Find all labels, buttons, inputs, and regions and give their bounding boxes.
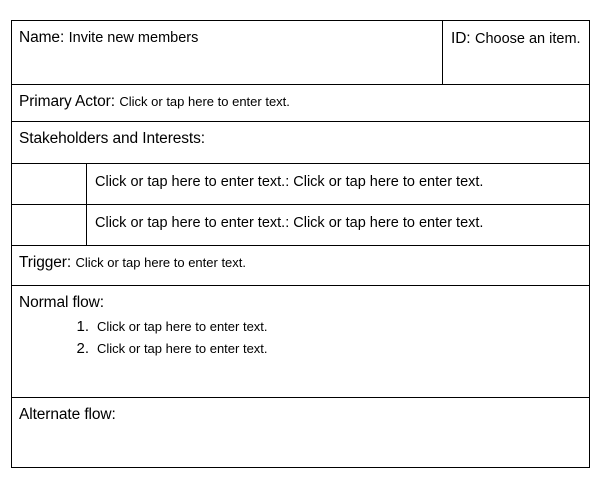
normal-flow-cell: Normal flow: 1. Click or tap here to ent… [11,285,590,398]
table-row-trigger: Trigger: Click or tap here to enter text… [11,245,590,286]
id-value[interactable]: Choose an item. [474,31,581,47]
name-label: Name: [19,29,65,46]
normal-flow-label: Normal flow: [19,294,104,311]
normal-flow-step-2-number: 2. [76,340,89,358]
trigger-cell[interactable]: Trigger: Click or tap here to enter text… [11,245,590,286]
normal-flow-step-1-number: 1. [76,318,89,336]
list-item[interactable]: 1. Click or tap here to enter text. [19,318,581,336]
stakeholder-item-1-bullet-cell[interactable] [11,163,87,205]
primary-actor-label: Primary Actor: [19,93,115,110]
stakeholder-item-2-cell[interactable]: Click or tap here to enter text.: Click … [86,204,590,246]
table-row-stakeholder-item-2: Click or tap here to enter text.: Click … [11,204,590,246]
trigger-value[interactable]: Click or tap here to enter text. [75,255,247,270]
use-case-table: Name: Invite new members ID: Choose an i… [11,20,590,468]
id-cell[interactable]: ID: Choose an item. [442,20,590,85]
trigger-label: Trigger: [19,254,72,271]
table-row-stakeholders: Stakeholders and Interests: [11,121,590,164]
stakeholders-label: Stakeholders and Interests: [19,130,205,147]
normal-flow-step-2-text[interactable]: Click or tap here to enter text. [97,341,268,357]
alternate-flow-label: Alternate flow: [19,406,116,423]
table-row-primary-actor: Primary Actor: Click or tap here to ente… [11,84,590,122]
name-cell[interactable]: Name: Invite new members [11,20,443,85]
normal-flow-step-1-text[interactable]: Click or tap here to enter text. [97,319,268,335]
stakeholder-item-1-value[interactable]: Click or tap here to enter text.: Click … [95,174,484,190]
table-row-stakeholder-item-1: Click or tap here to enter text.: Click … [11,163,590,205]
stakeholder-item-1-cell[interactable]: Click or tap here to enter text.: Click … [86,163,590,205]
table-row-alternate-flow: Alternate flow: [11,397,590,468]
primary-actor-cell[interactable]: Primary Actor: Click or tap here to ente… [11,84,590,122]
list-item[interactable]: 2. Click or tap here to enter text. [19,340,581,358]
primary-actor-value[interactable]: Click or tap here to enter text. [119,94,290,109]
table-row-name: Name: Invite new members ID: Choose an i… [11,20,590,85]
alternate-flow-cell: Alternate flow: [11,397,590,468]
stakeholder-item-2-value[interactable]: Click or tap here to enter text.: Click … [95,215,484,231]
table-row-normal-flow: Normal flow: 1. Click or tap here to ent… [11,285,590,398]
name-value[interactable]: Invite new members [68,30,199,46]
stakeholders-cell: Stakeholders and Interests: [11,121,590,164]
normal-flow-list: 1. Click or tap here to enter text. 2. C… [19,318,581,358]
id-label: ID: [451,30,471,47]
stakeholder-item-2-bullet-cell[interactable] [11,204,87,246]
